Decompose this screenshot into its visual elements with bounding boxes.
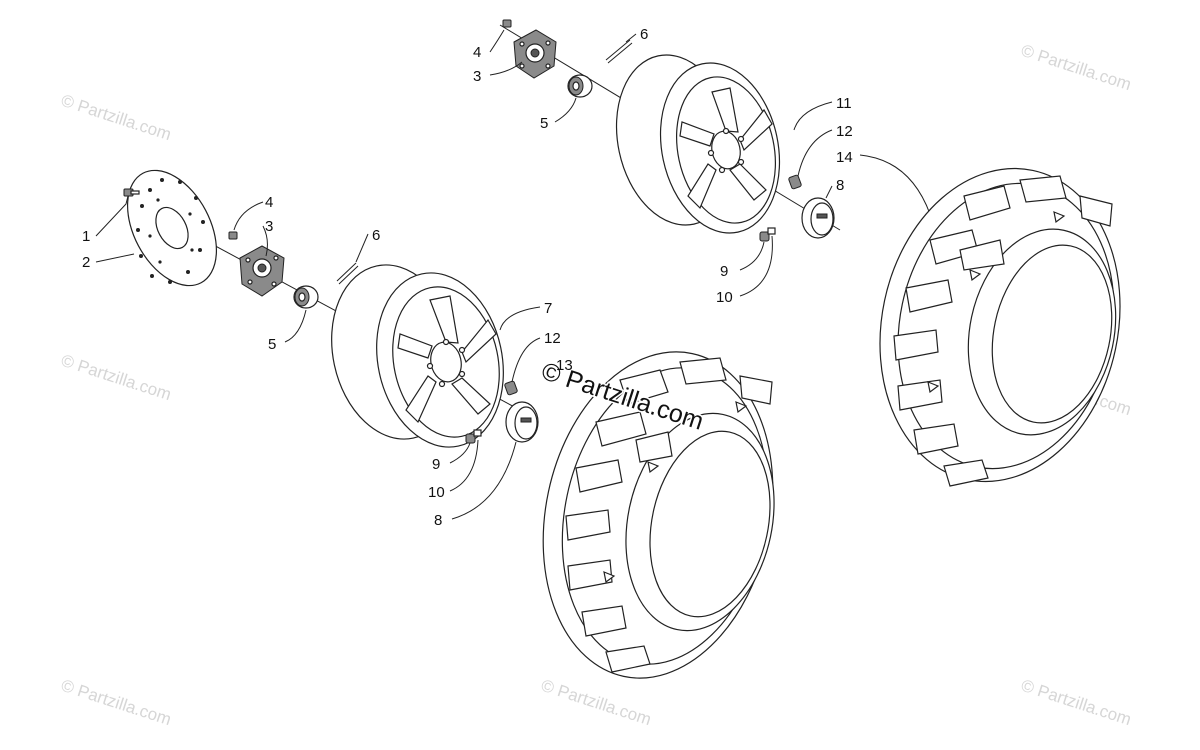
watermark-bottom-right: © Partzilla.com <box>1019 676 1134 729</box>
left-cotter-pin <box>336 262 359 285</box>
callout-14: 14 <box>836 149 853 166</box>
callout-1: 1 <box>82 228 90 245</box>
right-valve-stem <box>759 227 776 242</box>
watermark-top-left: © Partzilla.com <box>59 91 174 144</box>
left-wheel-assembly <box>95 169 541 520</box>
watermark-bottom-center: © Partzilla.com <box>539 676 654 729</box>
right-bearing <box>567 74 593 98</box>
left-hub-bolt <box>228 231 238 240</box>
callout-11: 11 <box>836 95 852 112</box>
left-hub-cap <box>505 401 539 443</box>
callout-2: 2 <box>82 254 90 271</box>
right-leader-lines <box>489 29 931 297</box>
callout-3-top: 3 <box>473 68 481 85</box>
callout-6-left: 6 <box>372 227 380 244</box>
callout-4-left: 4 <box>265 194 273 211</box>
callout-7: 7 <box>544 300 552 317</box>
left-lug-nut <box>504 380 518 396</box>
left-bearing <box>293 285 319 309</box>
watermark-top-right: © Partzilla.com <box>1019 41 1134 94</box>
left-valve-stem <box>465 429 482 444</box>
brake-disc <box>126 169 218 287</box>
right-rim <box>615 54 781 234</box>
right-tire <box>879 167 1121 487</box>
left-hub <box>239 245 285 297</box>
right-cotter-pin <box>605 39 633 64</box>
callout-10-left: 10 <box>428 484 445 501</box>
callout-3-left: 3 <box>265 218 273 235</box>
callout-9-left: 9 <box>432 456 440 473</box>
callout-labels: 1 2 4 3 5 6 7 12 13 9 10 8 4 3 5 6 11 12… <box>82 26 853 529</box>
callout-8-left: 8 <box>434 512 442 529</box>
callout-12-right: 12 <box>836 123 853 140</box>
callout-5-top: 5 <box>540 115 548 132</box>
callout-6-top: 6 <box>640 26 648 43</box>
callout-8-right: 8 <box>836 177 844 194</box>
disc-bolt <box>123 188 140 197</box>
right-hub <box>513 29 557 79</box>
callout-5-left: 5 <box>268 336 276 353</box>
left-rim <box>331 264 504 448</box>
watermark-mid-left: © Partzilla.com <box>59 351 174 404</box>
left-tire <box>542 351 775 679</box>
right-hub-cap <box>801 197 835 239</box>
callout-13: 13 <box>556 357 573 374</box>
callout-9-right: 9 <box>720 263 728 280</box>
callout-4-top: 4 <box>473 44 481 61</box>
callout-12-left: 12 <box>544 330 561 347</box>
right-lug-nut <box>788 174 802 190</box>
right-hub-bolt <box>502 19 512 28</box>
right-wheel-assembly <box>489 19 931 297</box>
left-leader-lines <box>95 195 541 520</box>
watermark-bottom-left: © Partzilla.com <box>59 676 174 729</box>
callout-10-right: 10 <box>716 289 733 306</box>
